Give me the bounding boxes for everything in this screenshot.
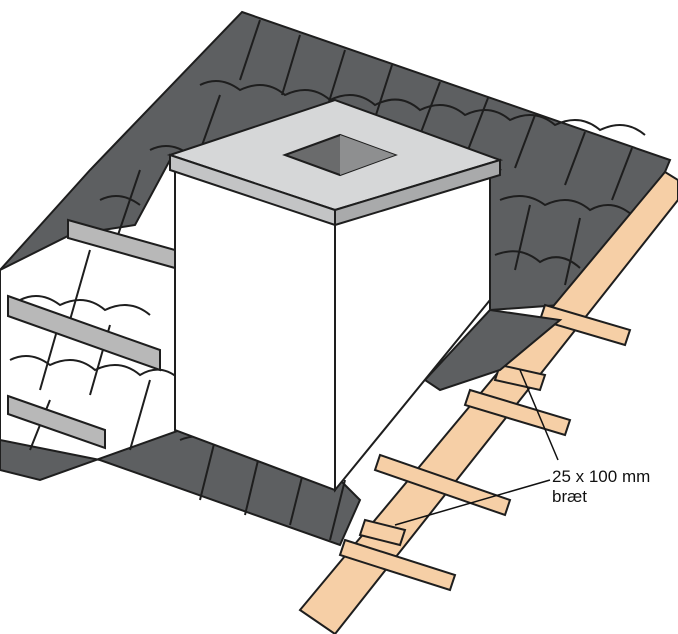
annotation-line-1: 25 x 100 mm [552,467,650,486]
cut-tile-strip [423,308,563,392]
chimney [174,166,491,493]
leader-lines [394,369,559,526]
chimney-cap [166,98,504,227]
roof-tiles-upper [0,10,672,547]
timber-structure [298,170,678,634]
flashing-strips [7,218,176,450]
annotation-line-2: bræt [552,487,587,506]
